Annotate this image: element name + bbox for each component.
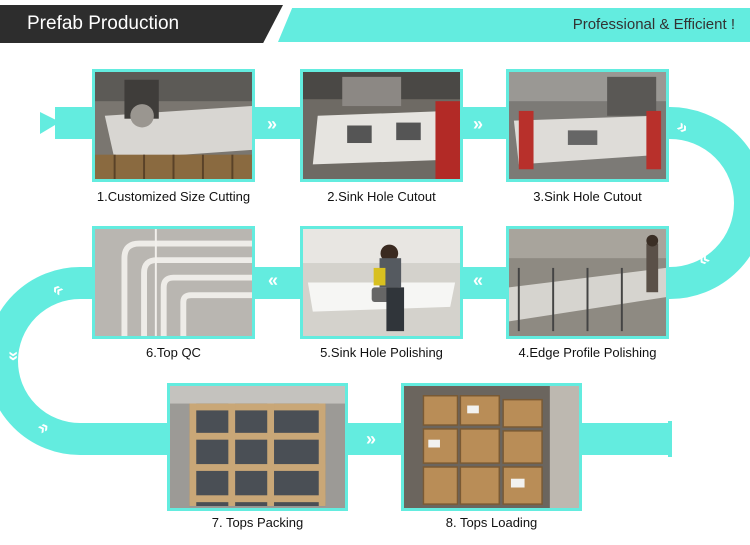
arrow-down-icon: »	[719, 186, 740, 198]
step-caption: 4.Edge Profile Polishing	[518, 345, 657, 360]
photo-tops-packing	[167, 383, 348, 511]
arrow-left-icon: »	[473, 272, 484, 292]
header-slogan-bar: Professional & Efficient !	[278, 8, 750, 42]
slogan: Professional & Efficient !	[572, 16, 735, 33]
step-caption: 7. Tops Packing	[211, 515, 304, 530]
photo-tops-loading	[401, 383, 582, 511]
photo-top-qc	[92, 226, 255, 339]
step-caption: 5.Sink Hole Polishing	[320, 345, 443, 360]
photo-sink-hole-cutout-2	[506, 69, 669, 182]
photo-sink-hole-cutout-1	[300, 69, 463, 182]
arrow-left-icon: »	[268, 272, 279, 292]
arrow-down-icon: »	[4, 350, 25, 362]
arrow-right-icon: »	[473, 114, 484, 134]
photo-sink-hole-polishing	[300, 226, 463, 339]
header-title-bar: Prefab Production	[0, 5, 283, 43]
arrow-right-icon: »	[267, 114, 278, 134]
photo-edge-profile-polishing	[506, 226, 669, 339]
step-caption: 8. Tops Loading	[445, 515, 538, 530]
page-title: Prefab Production	[27, 13, 180, 34]
step-caption: 1.Customized Size Cutting	[96, 189, 251, 204]
step-caption: 2.Sink Hole Cutout	[327, 189, 436, 204]
photo-customized-size-cutting	[92, 69, 255, 182]
arrow-right-icon: »	[366, 429, 377, 449]
step-caption: 3.Sink Hole Cutout	[533, 189, 642, 204]
step-caption: 6.Top QC	[146, 345, 201, 360]
